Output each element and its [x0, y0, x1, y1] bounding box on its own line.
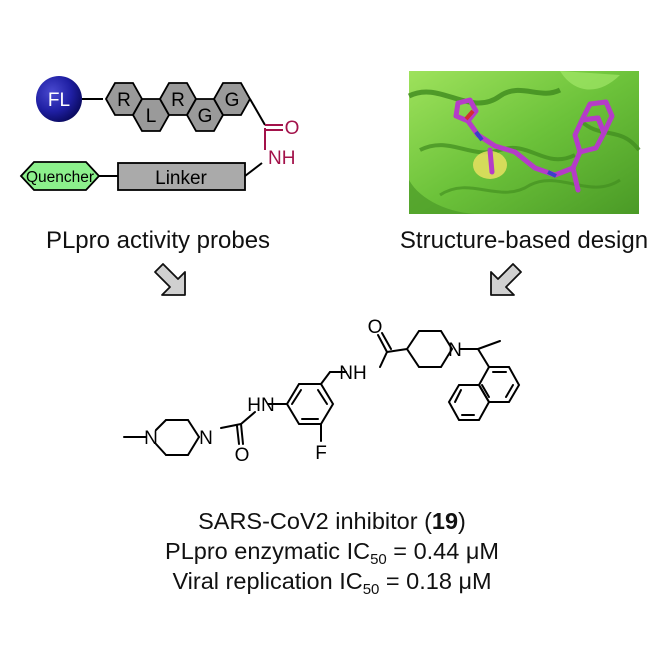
ligand-nitrogens [474, 130, 557, 178]
probe-schematic: R L R G G FL O NH [19, 76, 300, 191]
atom-nh-amide: NH [339, 363, 366, 384]
svg-text:R: R [171, 90, 185, 111]
inhibitor-name: SARS-CoV2 inhibitor (19) [198, 508, 466, 534]
chemical-structure [123, 330, 521, 456]
bond-c-terminal [249, 98, 266, 126]
enzymatic-ic50: PLpro enzymatic IC50 = 0.44 μM [165, 538, 499, 568]
protein-structure-image [407, 71, 641, 214]
atom-labels: O NH N HN N N O F [144, 317, 462, 466]
svg-text:FL: FL [48, 90, 70, 111]
atom-o-urea: O [235, 445, 250, 466]
quencher: Quencher [19, 161, 101, 191]
residue-g2: G [212, 82, 252, 116]
viral-replication-ic50: Viral replication IC50 = 0.18 μM [172, 568, 492, 598]
linker-box: Linker [117, 162, 246, 191]
svg-text:L: L [146, 106, 157, 127]
svg-text:G: G [198, 106, 213, 127]
svg-text:Quencher: Quencher [26, 169, 94, 186]
design-panel-title: Structure-based design [400, 227, 648, 254]
atom-n-methylpiperazine: N [144, 428, 158, 449]
residue-r2: R [158, 82, 198, 116]
fluorophore: FL [36, 76, 82, 122]
arrow-down-right-icon [154, 263, 186, 296]
ligand-oxygen [464, 109, 475, 121]
svg-text:R: R [117, 90, 131, 111]
atom-o-top: O [368, 317, 383, 338]
compound-number: 19 [431, 508, 459, 534]
atom-hn-urea: HN [247, 395, 274, 416]
ligand-sticks [453, 97, 615, 193]
atom-n-piperidine: N [448, 340, 462, 361]
svg-text:G: G [225, 90, 240, 111]
svg-text:Linker: Linker [155, 168, 207, 189]
arrow-down-left-icon [490, 263, 522, 296]
bond-nh-linker [244, 162, 263, 177]
atom-fluorine: F [315, 443, 327, 464]
atom-n-urea: N [199, 428, 213, 449]
amide-nh: NH [268, 148, 295, 169]
carbonyl-oxygen: O [285, 118, 300, 139]
probe-panel-title: PLpro activity probes [46, 227, 270, 254]
